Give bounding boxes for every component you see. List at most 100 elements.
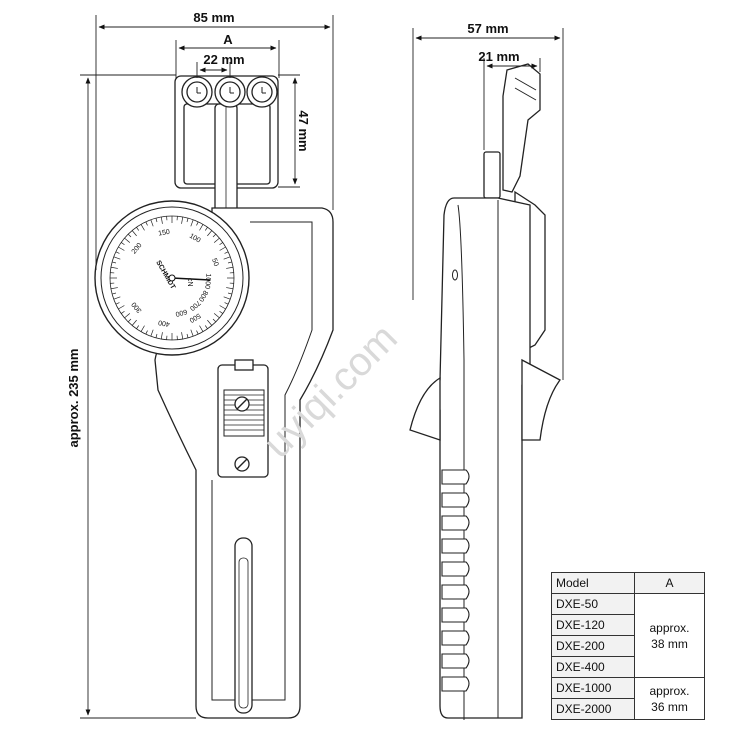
dial-tick [199,325,204,332]
dial-unit: cN [186,278,193,287]
dial-tick [190,219,194,227]
dial-tick [196,330,199,335]
dial-tick [226,266,234,269]
dial-tick [160,216,163,224]
header-a: A [634,572,705,594]
dial-pivot [168,274,176,282]
side-head [502,63,541,193]
dial-scale-label: 500 [188,311,202,323]
dial-tick [212,318,217,323]
grip-ridge [441,538,470,554]
dial-tick [223,296,231,300]
grip-ridge [441,492,470,508]
dial-tick [219,246,226,251]
table-row: DXE-1000 approx. 36 mm [551,677,705,720]
dim-22mm: 22 mm [203,52,244,67]
dial-scale-label: 600 [175,307,188,317]
table-row: DXE-2000 [551,698,705,720]
dial-scale-label: 50 [210,258,219,268]
dial-scale-label: 1000 [203,273,211,289]
dial-tick [110,287,118,290]
dial-tick [204,325,208,329]
dial-tick [207,319,213,326]
dial-tick [112,261,117,264]
dial-tick [112,292,117,295]
dial-tick [212,233,217,238]
dial-tick [150,329,154,337]
guide-rollers [181,76,278,108]
dial-tick [160,332,163,340]
dimension-lines [80,15,564,719]
dial-tick [113,296,121,300]
dial-tick [190,329,194,337]
dial-tick [118,246,125,251]
dim-a: A [223,32,233,47]
dial-tick [196,221,199,226]
dial-tick [181,216,184,224]
dial-tick [118,305,125,310]
dial-scale-label: 800 [197,289,209,303]
dial-tick [199,224,204,231]
dial-tick [186,333,189,338]
grip-ridge [441,584,470,600]
dial-tick [145,221,148,226]
group-note-b: approx. 36 mm [634,677,705,720]
dim-85mm: 85 mm [193,10,234,25]
dim-21mm: 21 mm [478,49,519,64]
model-cell: DXE-50 [551,593,635,615]
note-line: approx. [649,683,690,698]
front-trigger [521,358,561,441]
dial-tick [136,325,140,329]
grip-ridge [441,469,470,485]
dial-tick [121,242,125,246]
dial-tick [110,266,118,269]
grip-ridge [441,630,470,646]
grip-ridge [441,676,470,692]
dim-235mm: approx. 235 mm [66,349,81,448]
dial-tick [136,227,140,231]
dimension-labels: 85 mm A 22 mm 47 mm approx. 235 mm 57 mm… [66,10,520,448]
side-view [409,63,561,720]
dial-tick [124,313,131,319]
grip-ridge [441,607,470,623]
dial-tick [224,302,229,305]
dial-tick [131,319,137,326]
dial-ticks [110,216,234,340]
table-row: DXE-200 [551,635,705,657]
header-model: Model [551,572,635,594]
dial-needle [171,277,211,281]
dial-tick [121,310,125,314]
model-cell: DXE-120 [551,614,635,636]
dial-tick [145,330,148,335]
model-cell: DXE-200 [551,635,635,657]
dial-tick [219,310,223,314]
dial-tick [140,224,145,231]
note-line: approx. [649,620,690,635]
grip-ridge [441,515,470,531]
dial-tick [186,218,189,223]
dial-tick [115,251,120,254]
dial-scale-label: 100 [188,233,202,245]
table-row: DXE-400 [551,656,705,678]
dial-tick [115,302,120,305]
table-row: DXE-50 approx. 38 mm [551,593,705,678]
note-line: 38 mm [651,636,688,651]
dial-tick [213,313,220,319]
grip-ridge [441,653,470,669]
dial-tick [127,233,132,238]
dial-tick [131,230,137,237]
dial-tick [140,325,145,332]
dial-tick [224,251,229,254]
dial-tick [213,237,220,243]
model-cell: DXE-400 [551,656,635,678]
table-row: DXE-120 [551,614,705,636]
dial-tick [223,256,231,260]
dial-tick [181,332,184,340]
model-cell: DXE-2000 [551,698,635,720]
grip-ridges [441,469,470,692]
dial-scale-label: 400 [158,318,171,327]
dial-tick [113,256,121,260]
dial-tick [127,318,132,323]
